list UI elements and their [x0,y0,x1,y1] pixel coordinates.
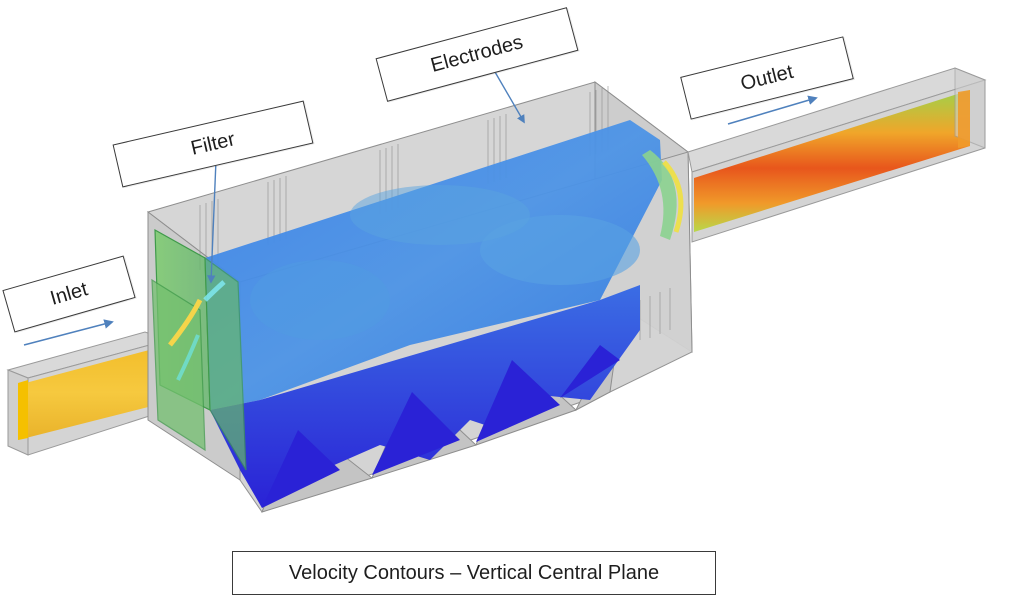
outlet-duct [687,67,987,243]
filter-block [151,228,247,471]
figure-caption-text: Velocity Contours – Vertical Central Pla… [288,561,660,584]
filter-label-text: Filter [188,127,238,160]
electrodes-leader-line [494,71,525,124]
outlet-label-text: Outlet [738,60,796,95]
filter-leader-line [207,159,217,284]
outlet-flow-arrow-icon [727,95,818,125]
inlet-duct [6,331,170,456]
figure-caption: Velocity Contours – Vertical Central Pla… [232,551,716,595]
velocity-contour-plane [205,120,684,508]
inlet-label-text: Inlet [47,277,91,310]
inlet-flow-arrow-icon [23,319,114,346]
